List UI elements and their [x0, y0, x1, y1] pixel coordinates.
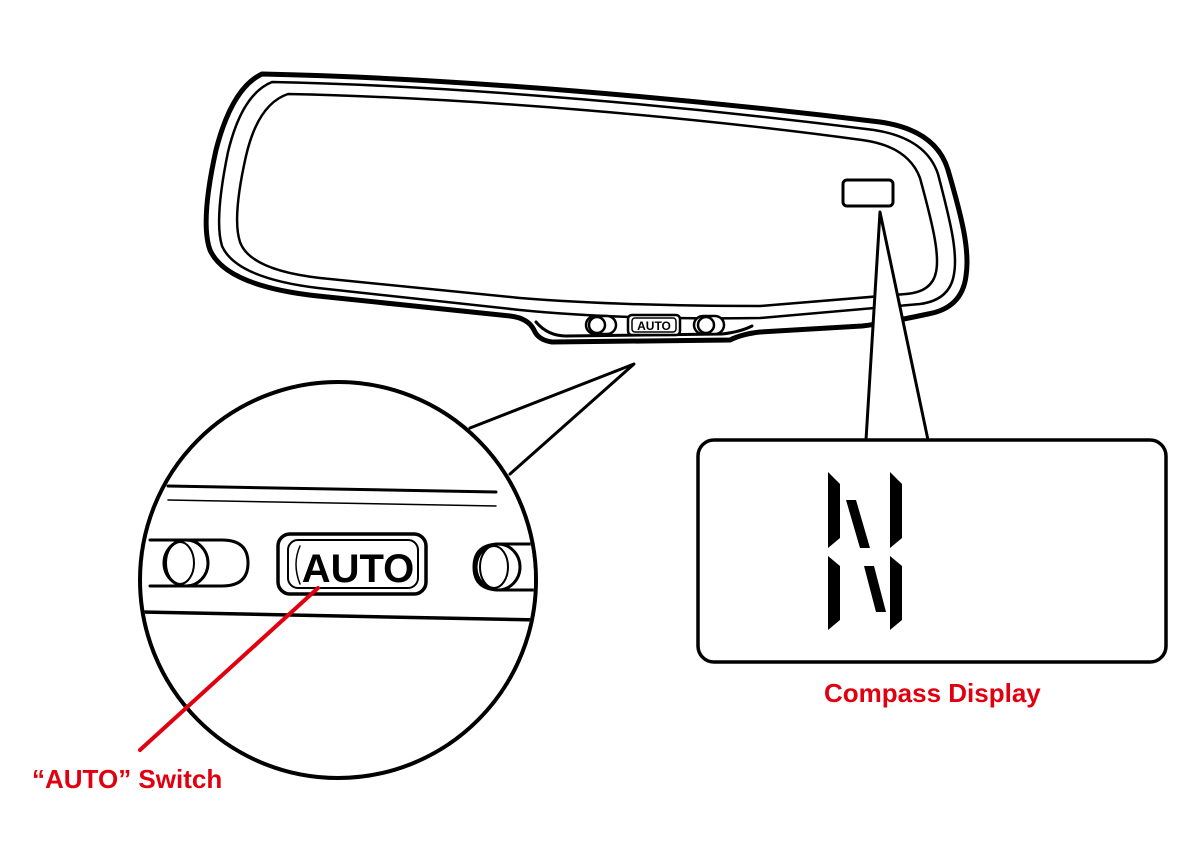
mirror-left-toggle[interactable] [584, 314, 618, 336]
zoom-left-toggle[interactable] [148, 538, 250, 588]
auto-switch-leader-line [138, 586, 320, 752]
mirror-glass [235, 92, 939, 308]
compass-window [841, 178, 895, 208]
compass-display-label: Compass Display [824, 678, 1041, 708]
mirror-auto-button-label: AUTO [637, 319, 671, 333]
auto-switch-label: “AUTO” Switch [32, 764, 223, 794]
rearview-mirror: AUTO [203, 71, 970, 345]
zoom-pointer [468, 362, 636, 476]
mirror-right-toggle[interactable] [692, 314, 726, 336]
compass-heading-letter [828, 472, 902, 630]
compass-display-box [696, 438, 1168, 664]
zoom-right-toggle[interactable] [472, 542, 540, 592]
zoom-callout: AUTO [138, 362, 636, 780]
mirror-auto-button[interactable]: AUTO [626, 313, 682, 337]
mirror-rim [217, 80, 957, 320]
compass-pointer [864, 210, 930, 442]
compass-callout [696, 210, 1168, 664]
zoom-content: AUTO [142, 484, 540, 622]
zoom-auto-button[interactable]: AUTO [276, 532, 428, 596]
mirror-outer-housing [203, 71, 970, 345]
zoom-auto-button-label: AUTO [302, 547, 415, 591]
